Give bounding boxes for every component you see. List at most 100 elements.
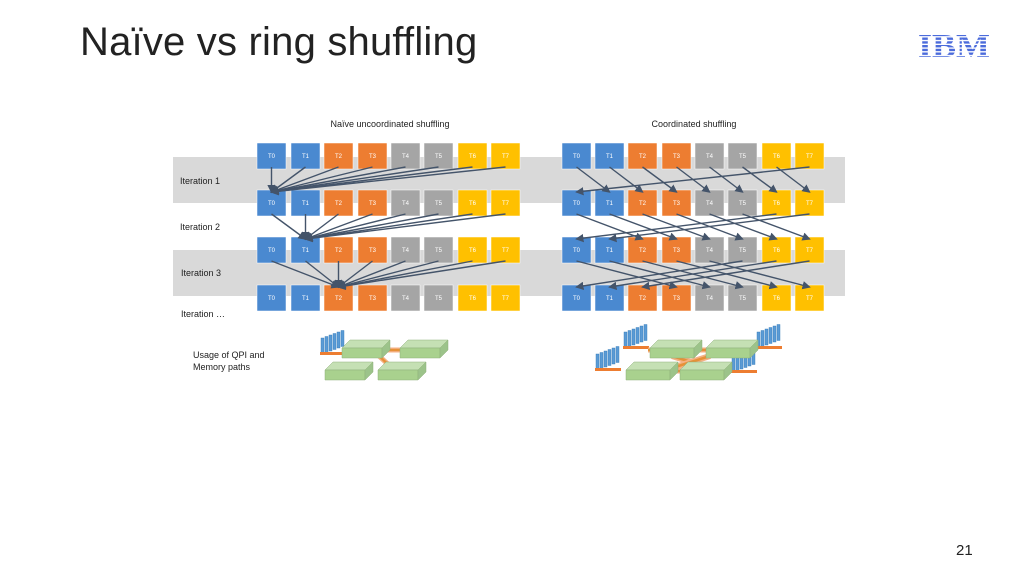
naive-arrow-it1-7	[270, 166, 506, 196]
thread-label: T1	[606, 248, 614, 254]
ring-socket-2	[625, 361, 679, 381]
thread-label: T1	[606, 296, 614, 302]
coordinated-row4-thread-box-3: T3	[661, 284, 692, 312]
thread-label: T6	[469, 201, 477, 207]
naive-socket-3	[377, 361, 427, 381]
thread-label: T2	[335, 154, 343, 160]
thread-label: T4	[706, 248, 714, 254]
coordinated-row3-thread-box-7: T7	[794, 236, 825, 264]
thread-label: T2	[639, 201, 647, 207]
thread-label: T6	[773, 154, 781, 160]
thread-label: T6	[773, 248, 781, 254]
thread-label: T3	[673, 201, 681, 207]
thread-label: T3	[673, 154, 681, 160]
naive-arrow-it1-3	[270, 166, 373, 195]
naive-row4-thread-box-1: T1	[290, 284, 321, 312]
thread-label: T7	[502, 248, 510, 254]
thread-label: T3	[369, 154, 377, 160]
ring-arrow-it2-4	[709, 213, 778, 241]
thread-label: T6	[469, 154, 477, 160]
ring-arrow-it2-1	[609, 213, 678, 241]
usage-label: Usage of QPI and Memory paths	[193, 350, 265, 372]
thread-label: T7	[806, 248, 814, 254]
coordinated-row2-thread-box-3: T3	[661, 189, 692, 217]
thread-label: T0	[573, 201, 581, 207]
ring-arrow-it3-7	[641, 260, 810, 291]
coordinated-row4-thread-box-5: T5	[727, 284, 758, 312]
thread-label: T5	[435, 248, 443, 254]
thread-label: T5	[435, 154, 443, 160]
ring-socket-3	[679, 361, 733, 381]
coordinated-row1-thread-box-2: T2	[627, 142, 658, 170]
thread-label: T0	[573, 296, 581, 302]
naive-row3-thread-box-6: T6	[457, 236, 488, 264]
naive-row3-thread-box-7: T7	[490, 236, 521, 264]
naive-row1-thread-box-4: T4	[390, 142, 421, 170]
thread-label: T3	[673, 296, 681, 302]
ring-memory-dimms-left-low	[595, 346, 621, 371]
naive-arrow-it3-6	[337, 260, 473, 290]
coordinated-row1-thread-box-0: T0	[561, 142, 592, 170]
naive-socket-0	[341, 339, 391, 359]
ring-socket-1	[705, 339, 759, 359]
iteration-label-1: Iteration 1	[180, 176, 221, 186]
thread-label: T4	[402, 201, 410, 207]
coordinated-row4-thread-box-0: T0	[561, 284, 592, 312]
coordinated-row1-thread-box-5: T5	[727, 142, 758, 170]
thread-label: T4	[706, 296, 714, 302]
thread-label: T7	[502, 154, 510, 160]
coordinated-row3-thread-box-4: T4	[694, 236, 725, 264]
naive-row4-thread-box-5: T5	[423, 284, 454, 312]
thread-label: T1	[606, 154, 614, 160]
coordinated-row2-thread-box-0: T0	[561, 189, 592, 217]
coordinated-row1-thread-box-3: T3	[661, 142, 692, 170]
thread-label: T6	[469, 296, 477, 302]
naive-arrow-it2-0	[271, 213, 307, 240]
thread-label: T5	[739, 154, 747, 160]
naive-row2-thread-box-5: T5	[423, 189, 454, 217]
ring-arrow-it3-0	[576, 260, 678, 290]
thread-label: T1	[302, 296, 310, 302]
thread-label: T2	[335, 248, 343, 254]
naive-row3-thread-box-3: T3	[357, 236, 388, 264]
coordinated-row3-thread-box-5: T5	[727, 236, 758, 264]
naive-row1-thread-box-3: T3	[357, 142, 388, 170]
naive-row2-thread-box-2: T2	[323, 189, 354, 217]
thread-label: T2	[639, 296, 647, 302]
ring-memory-dimms-right-high	[756, 324, 782, 349]
ring-arrow-it2-7	[608, 213, 810, 243]
thread-label: T6	[773, 296, 781, 302]
ibm-logo-text: IBM	[918, 30, 990, 60]
thread-label: T1	[302, 248, 310, 254]
naive-arrow-it3-1	[305, 260, 340, 288]
naive-socket-2	[324, 361, 374, 381]
ibm-logo: IBM	[917, 28, 991, 65]
naive-row4-thread-box-3: T3	[357, 284, 388, 312]
naive-arrow-it1-4	[270, 166, 406, 195]
naive-row4-thread-box-4: T4	[390, 284, 421, 312]
coordinated-row3-thread-box-6: T6	[761, 236, 792, 264]
thread-label: T7	[502, 296, 510, 302]
coordinated-row2-thread-box-5: T5	[727, 189, 758, 217]
coordinated-row1-thread-box-6: T6	[761, 142, 792, 170]
thread-label: T7	[806, 154, 814, 160]
iteration-label-2: Iteration 2	[180, 222, 221, 232]
iteration-label-4: Iteration …	[181, 309, 226, 319]
ring-arrow-it1-6	[776, 166, 811, 193]
naive-row1-thread-box-7: T7	[490, 142, 521, 170]
naive-row4-thread-box-6: T6	[457, 284, 488, 312]
naive-memory-dimms	[320, 330, 346, 355]
coordinated-row2-thread-box-2: T2	[627, 189, 658, 217]
thread-label: T2	[639, 248, 647, 254]
naive-arrow-it3-7	[337, 260, 506, 291]
naive-row4-thread-box-7: T7	[490, 284, 521, 312]
naive-row2-thread-box-4: T4	[390, 189, 421, 217]
naive-row3-thread-box-1: T1	[290, 236, 321, 264]
thread-label: T5	[435, 296, 443, 302]
coordinated-row4-thread-box-4: T4	[694, 284, 725, 312]
page-number: 21	[956, 542, 973, 559]
thread-label: T1	[606, 201, 614, 207]
naive-row3-thread-box-4: T4	[390, 236, 421, 264]
thread-label: T4	[706, 201, 714, 207]
ring-memory-dimms-left-high	[623, 324, 649, 349]
